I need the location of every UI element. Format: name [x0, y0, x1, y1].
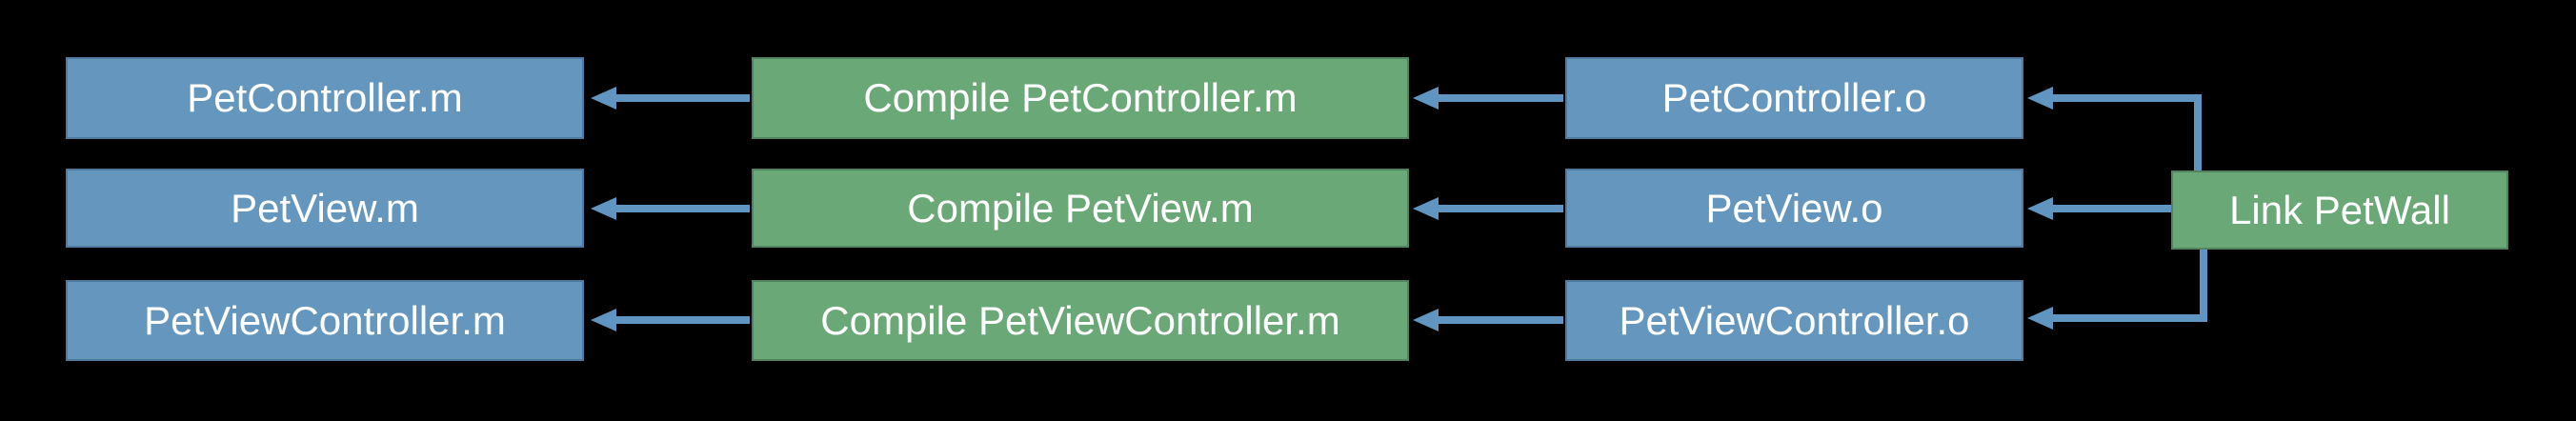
node-label: Compile PetViewController.m — [820, 297, 1340, 343]
arrow-petcontroller-o-to-compile — [1413, 87, 1563, 110]
node-label: Compile PetController.m — [863, 75, 1298, 120]
arrow-link-to-petviewcontroller-o — [2027, 250, 2207, 330]
node-link-petwall: Link PetWall — [2171, 170, 2508, 250]
arrow-compile-to-petview-m — [591, 197, 750, 220]
node-label: Compile PetView.m — [907, 185, 1254, 231]
node-label: PetView.o — [1705, 185, 1883, 231]
node-label: PetViewController.m — [144, 297, 506, 343]
arrow-petview-o-to-compile — [1413, 197, 1563, 220]
node-label: Link PetWall — [2229, 187, 2450, 232]
node-label: PetController.m — [187, 75, 463, 120]
arrow-link-to-petview-o — [2027, 197, 2171, 220]
node-compile-petcontroller-m: Compile PetController.m — [752, 57, 1409, 139]
arrow-compile-to-petcontroller-m — [591, 87, 750, 110]
node-source-petview-m: PetView.m — [66, 169, 584, 248]
node-source-petviewcontroller-m: PetViewController.m — [66, 280, 584, 361]
node-label: PetViewController.o — [1619, 297, 1970, 343]
arrow-petviewcontroller-o-to-compile — [1413, 309, 1563, 331]
node-object-petview-o: PetView.o — [1565, 169, 2023, 248]
node-object-petcontroller-o: PetController.o — [1565, 57, 2023, 139]
node-label: PetController.o — [1661, 75, 1927, 120]
node-compile-petviewcontroller-m: Compile PetViewController.m — [752, 280, 1409, 361]
node-source-petcontroller-m: PetController.m — [66, 57, 584, 139]
node-object-petviewcontroller-o: PetViewController.o — [1565, 280, 2023, 361]
arrow-link-to-petcontroller-o — [2027, 87, 2202, 170]
node-label: PetView.m — [231, 185, 419, 231]
node-compile-petview-m: Compile PetView.m — [752, 169, 1409, 248]
arrow-compile-to-petviewcontroller-m — [591, 309, 750, 331]
